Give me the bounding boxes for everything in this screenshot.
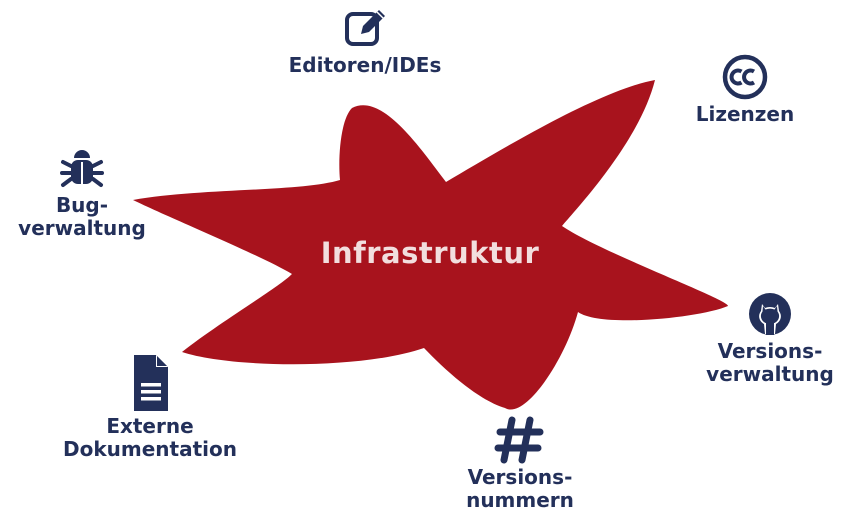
node-vcs: Versions- verwaltung (694, 290, 846, 386)
center-label: Infrastruktur (320, 236, 540, 270)
node-docs-label-2: Dokumentation (63, 437, 237, 461)
document-icon (134, 355, 168, 411)
node-licenses: Lizenzen (670, 53, 820, 126)
node-docs: Externe Dokumentation (60, 353, 240, 461)
node-versions-label-1: Versions- (467, 465, 573, 489)
node-editors-label: Editoren/IDEs (288, 53, 442, 77)
node-vcs-label-2: verwaltung (706, 362, 834, 386)
edit-icon (345, 10, 385, 46)
hashtag-icon (494, 416, 544, 464)
node-editors: Editoren/IDEs (250, 4, 480, 77)
node-versions-label-2: nummern (466, 488, 574, 512)
node-docs-label-1: Externe (106, 414, 194, 438)
github-icon (749, 293, 791, 335)
node-vcs-label-1: Versions- (717, 339, 823, 363)
creative-commons-icon (722, 54, 768, 100)
node-bugs-label-1: Bug- (55, 193, 109, 217)
node-bugs-label-2: verwaltung (18, 216, 146, 240)
node-bugs: Bug- verwaltung (0, 144, 164, 240)
node-licenses-label: Lizenzen (695, 102, 795, 126)
node-versions: Versions- nummern (440, 416, 600, 512)
star-blob (133, 80, 729, 410)
bug-icon (60, 150, 104, 187)
